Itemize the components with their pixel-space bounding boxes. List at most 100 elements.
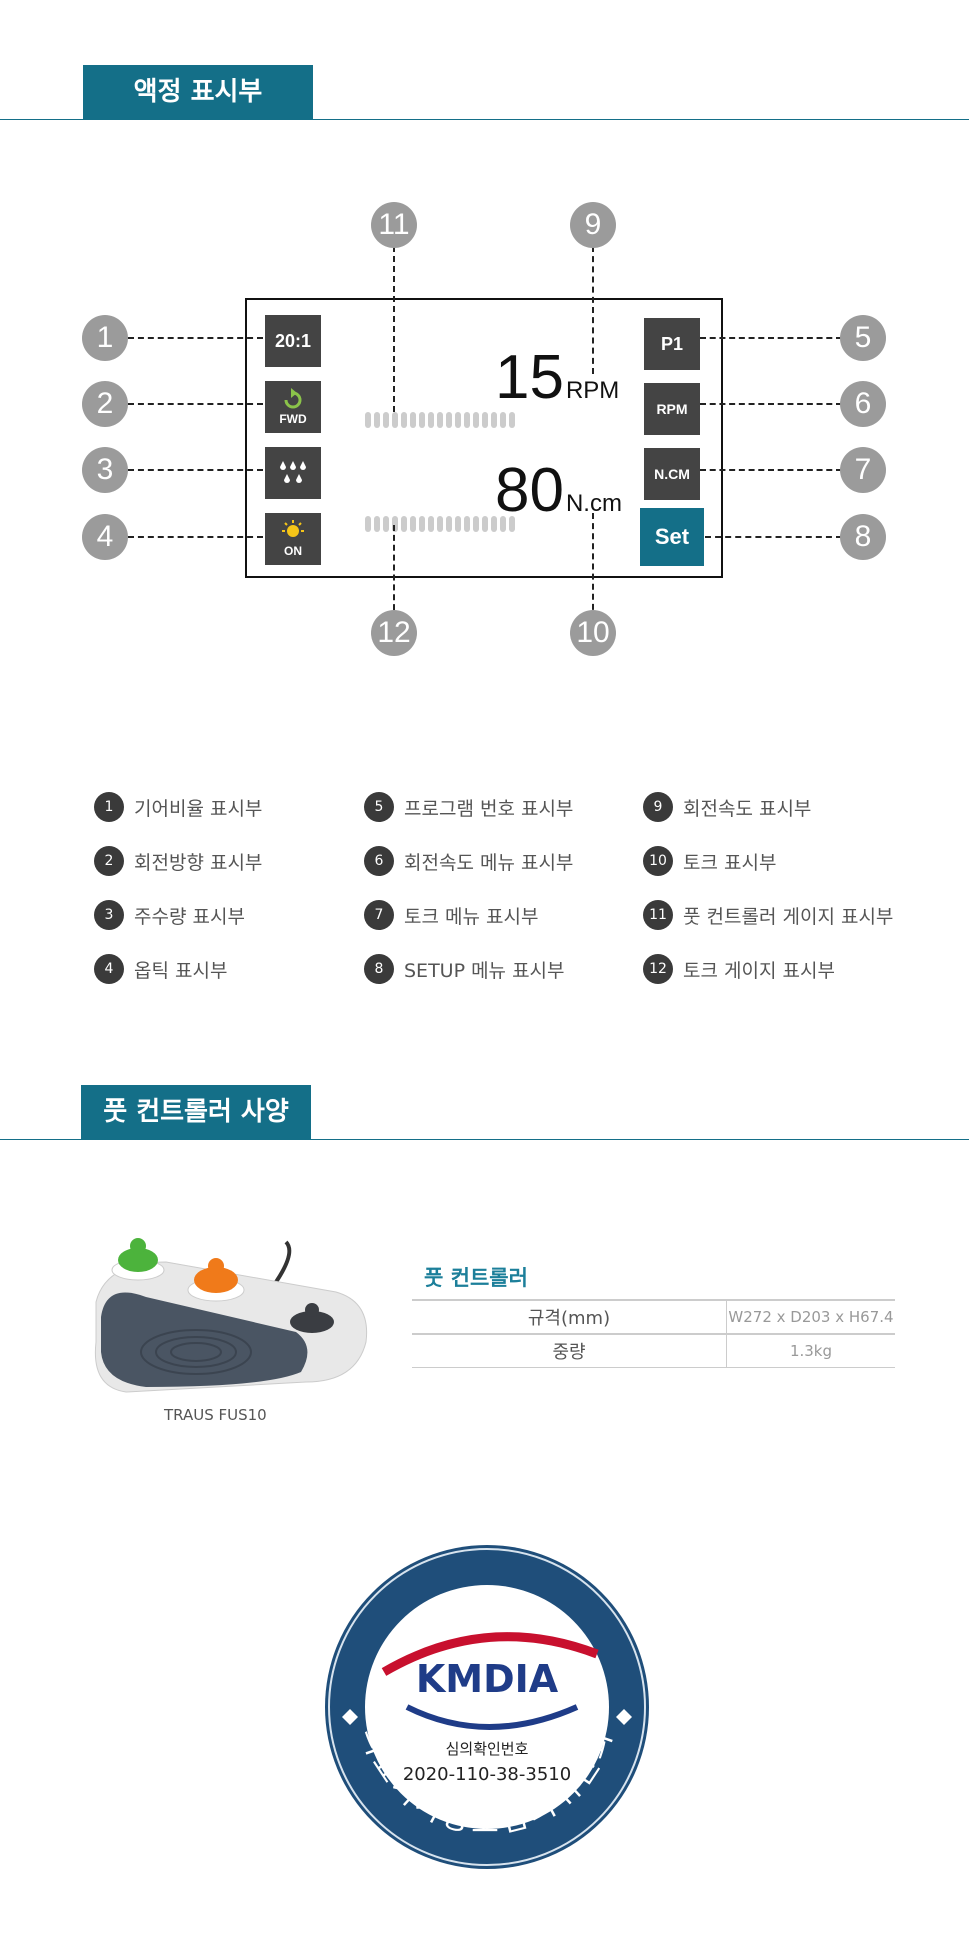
program-indicator: P1 xyxy=(644,318,700,370)
leader-line-1 xyxy=(128,337,263,339)
speed-value: 15 xyxy=(495,343,564,412)
spec-table: 규격(mm) W272 x D203 x H67.4 중량 1.3kg xyxy=(412,1299,895,1368)
gauge-segment xyxy=(446,516,452,532)
gauge-segment xyxy=(401,412,407,428)
setup-indicator: Set xyxy=(640,508,704,566)
legend-number: 4 xyxy=(94,954,124,984)
rpm-menu-text: RPM xyxy=(656,401,688,417)
kmdia-seal: KMDIA 의료기기광고심의위원회 심의확인번호 2020-110-38-351… xyxy=(322,1542,652,1872)
legend-item: 7 토크 메뉴 표시부 xyxy=(364,900,538,930)
legend-label: 기어비율 표시부 xyxy=(134,797,263,820)
gauge-segment xyxy=(464,412,470,428)
gear-ratio-indicator: 20:1 xyxy=(265,315,321,367)
callout-11: 11 xyxy=(371,202,417,248)
leader-line-11 xyxy=(393,246,395,412)
legend-item: 12 토크 게이지 표시부 xyxy=(643,954,835,984)
leader-line-7 xyxy=(700,469,842,471)
seal-label: 심의확인번호 xyxy=(445,1740,529,1758)
gauge-segment xyxy=(455,412,461,428)
legend-label: 옵틱 표시부 xyxy=(134,959,228,982)
gauge-segment xyxy=(428,412,434,428)
spec-value: W272 x D203 x H67.4 xyxy=(726,1299,895,1335)
callout-3: 3 xyxy=(82,447,128,493)
table-row: 중량 1.3kg xyxy=(412,1333,895,1368)
legend-label: 토크 게이지 표시부 xyxy=(683,959,835,982)
foot-controller-image xyxy=(94,1238,368,1393)
legend-label: 주수량 표시부 xyxy=(134,905,245,928)
callout-12: 12 xyxy=(371,610,417,656)
gauge-segment xyxy=(500,412,506,428)
torque-readout: 80N.cm xyxy=(495,455,622,526)
gauge-segment xyxy=(428,516,434,532)
legend-label: 회전속도 표시부 xyxy=(683,797,812,820)
section-divider xyxy=(0,119,969,120)
gauge-segment xyxy=(446,412,452,428)
gauge-segment xyxy=(473,516,479,532)
gauge-segment xyxy=(383,412,389,428)
gauge-segment xyxy=(464,516,470,532)
legend-number: 6 xyxy=(364,846,394,876)
legend-number: 7 xyxy=(364,900,394,930)
leader-line-12 xyxy=(393,525,395,620)
callout-2: 2 xyxy=(82,381,128,427)
leader-line-2 xyxy=(128,403,263,405)
legend-number: 8 xyxy=(364,954,394,984)
spec-label: 중량 xyxy=(412,1333,727,1368)
spec-title: 풋 컨트롤러 xyxy=(424,1266,528,1290)
legend-item: 8 SETUP 메뉴 표시부 xyxy=(364,954,565,984)
water-indicator xyxy=(265,447,321,499)
light-text: ON xyxy=(284,544,302,558)
gauge-segment xyxy=(419,412,425,428)
callout-1: 1 xyxy=(82,315,128,361)
callout-10: 10 xyxy=(570,610,616,656)
leader-line-4 xyxy=(128,536,263,538)
section-divider xyxy=(0,1139,969,1140)
gear-ratio-text: 20:1 xyxy=(274,330,312,351)
seal-graphic: KMDIA 의료기기광고심의위원회 xyxy=(325,1545,649,1869)
speed-unit: RPM xyxy=(565,377,620,404)
torque-menu-text: N.CM xyxy=(654,466,690,482)
legend-number: 12 xyxy=(643,954,673,984)
program-text: P1 xyxy=(660,333,684,354)
callout-7: 7 xyxy=(840,447,886,493)
rotate-icon xyxy=(284,388,302,409)
legend-label: SETUP 메뉴 표시부 xyxy=(404,959,565,982)
torque-gauge xyxy=(365,516,515,532)
legend-label: 토크 표시부 xyxy=(683,851,777,874)
torque-value: 80 xyxy=(495,456,564,525)
lcd-screen: 20:1 FWD ON P1 xyxy=(245,298,723,578)
legend-item: 9 회전속도 표시부 xyxy=(643,792,811,822)
light-indicator: ON xyxy=(265,513,321,565)
gauge-segment xyxy=(482,412,488,428)
left-pedal-button xyxy=(118,1248,158,1272)
callout-5: 5 xyxy=(840,315,886,361)
kmdia-logo: KMDIA xyxy=(416,1657,559,1701)
foot-controller-gauge xyxy=(365,412,515,428)
section-title-foot-controller: 풋 컨트롤러 사양 xyxy=(81,1085,311,1139)
gauge-segment xyxy=(383,516,389,532)
gauge-segment xyxy=(365,516,371,532)
gauge-segment xyxy=(437,412,443,428)
gauge-segment xyxy=(482,516,488,532)
legend-number: 11 xyxy=(643,900,673,930)
direction-indicator: FWD xyxy=(265,381,321,433)
leader-line-3 xyxy=(128,469,263,471)
table-row: 규격(mm) W272 x D203 x H67.4 xyxy=(412,1299,895,1335)
right-pedal-button xyxy=(290,1311,334,1333)
legend-label: 토크 메뉴 표시부 xyxy=(404,905,539,928)
callout-8: 8 xyxy=(840,514,886,560)
section-title-lcd: 액정 표시부 xyxy=(83,65,313,119)
torque-menu-indicator: N.CM xyxy=(644,448,700,500)
legend-label: 풋 컨트롤러 게이지 표시부 xyxy=(683,905,894,928)
gauge-segment xyxy=(365,412,371,428)
legend-item: 11 풋 컨트롤러 게이지 표시부 xyxy=(643,900,893,930)
legend-number: 9 xyxy=(643,792,673,822)
lcd-diagram: 20:1 FWD ON P1 xyxy=(0,180,969,680)
gauge-segment xyxy=(392,412,398,428)
bulb-icon xyxy=(282,520,304,537)
